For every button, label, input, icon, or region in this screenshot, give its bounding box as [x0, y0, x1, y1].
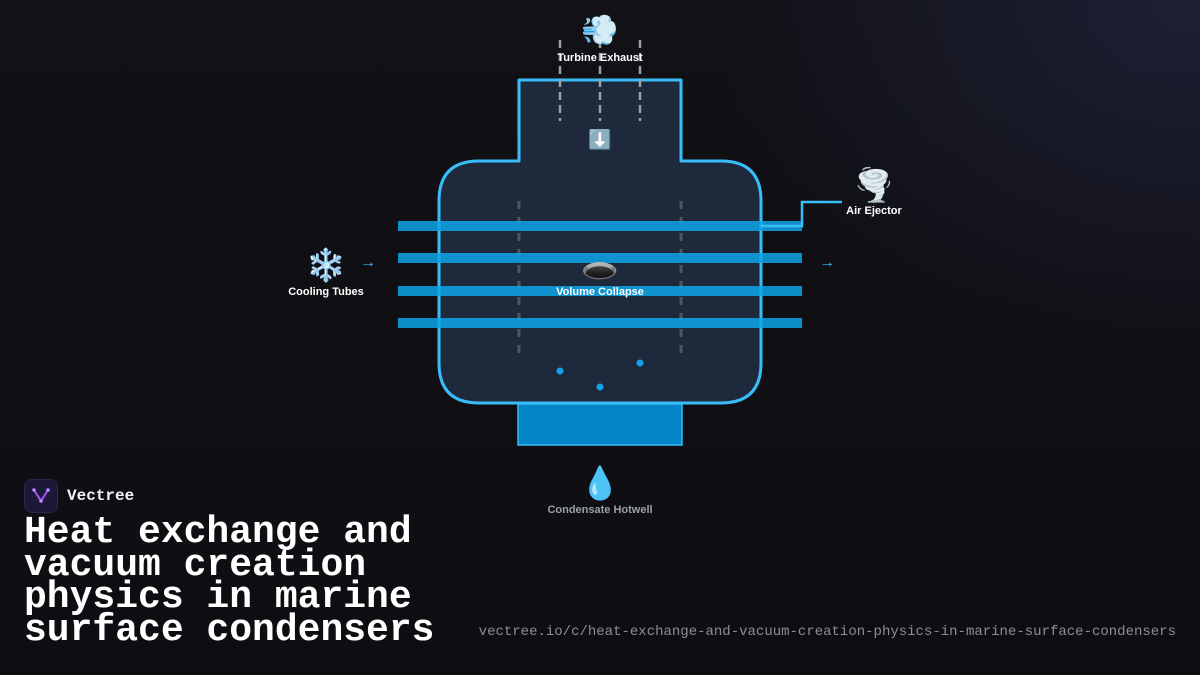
condenser-shell — [437, 78, 763, 405]
condensate-droplet — [556, 367, 564, 375]
page-title: Heat exchange and vacuum creation physic… — [24, 511, 435, 652]
coolant-in-arrow: → — [360, 254, 376, 271]
cooling-tubes-icon: ❄️ — [306, 247, 346, 283]
vectree-logo-mark-icon — [32, 488, 50, 503]
cooling-tube — [398, 286, 802, 296]
cooling-tube — [398, 221, 802, 231]
turbine-exhaust-icon: 💨 — [581, 13, 618, 47]
hotwell-reservoir — [517, 403, 683, 446]
cooling-tube — [398, 253, 802, 263]
volume-collapse-label: Volume Collapse — [556, 286, 644, 298]
brand-name: Vectree — [67, 487, 135, 505]
cooling-tubes-label: Cooling Tubes — [288, 286, 364, 298]
air-ejector-pipe — [761, 200, 842, 228]
brand: Vectree — [24, 479, 134, 513]
condensate-droplet — [596, 383, 604, 391]
down-arrow-icon: ⬇️ — [588, 128, 612, 151]
volume-collapse-icon: 🕳️ — [577, 250, 623, 283]
condensate-droplet — [636, 359, 644, 367]
turbine-exhaust-label: Turbine Exhaust — [557, 52, 643, 64]
condensate-hotwell-label: Condensate Hotwell — [547, 504, 652, 516]
cooling-tube — [398, 318, 802, 328]
vectree-logo-icon — [24, 479, 58, 513]
air-ejector-label: Air Ejector — [846, 205, 902, 217]
air-ejector-icon: 🌪️ — [854, 166, 894, 204]
coolant-out-arrow: → — [819, 254, 835, 271]
condensate-hotwell-icon: 💧 — [580, 465, 620, 501]
footer-url[interactable]: vectree.io/c/heat-exchange-and-vacuum-cr… — [478, 624, 1176, 640]
